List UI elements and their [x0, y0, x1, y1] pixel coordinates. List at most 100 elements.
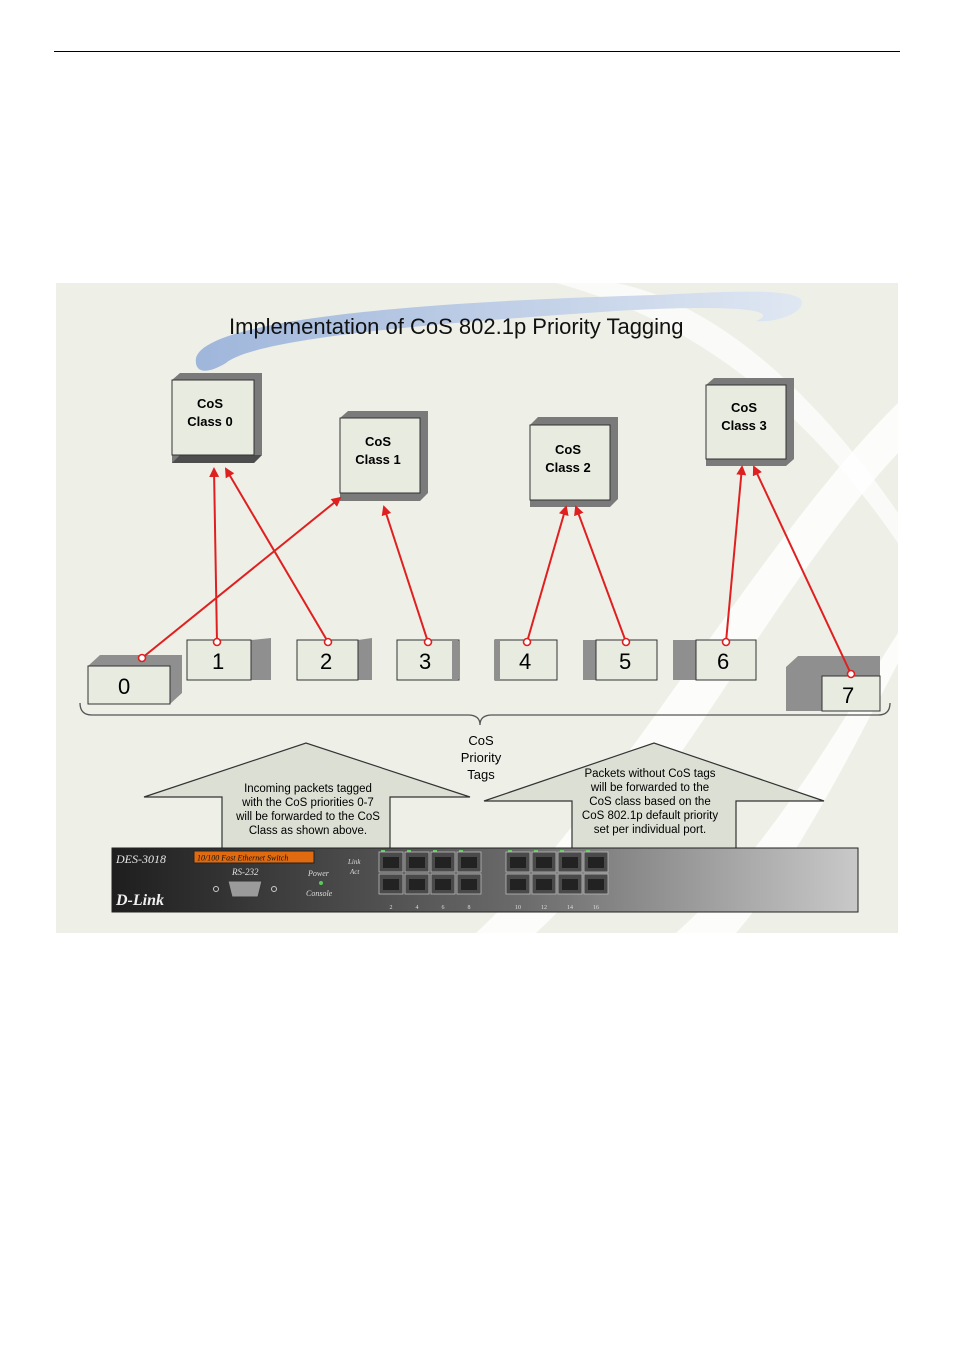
port-number: 2	[390, 905, 393, 911]
tag-label-0: 0	[118, 674, 130, 699]
port-socket	[435, 857, 451, 868]
port-led	[560, 850, 564, 852]
left-arrow-text-3: will be forwarded to the CoS	[235, 811, 380, 823]
title-swirl	[195, 291, 803, 371]
switch-act-label: Act	[349, 868, 360, 876]
arrow-tag7-class3	[752, 465, 852, 675]
right-arrow-text-3: CoS class based on the	[589, 796, 710, 808]
tag-label-4: 4	[519, 649, 531, 674]
left-arrow-text-1: Incoming packets tagged	[244, 783, 372, 795]
tag-label-5: 5	[619, 649, 631, 674]
port-number: 12	[541, 905, 547, 911]
diagram-title: Implementation of CoS 802.1p Priority Ta…	[229, 314, 684, 339]
port-socket	[588, 879, 604, 890]
switch-brand: D-Link	[115, 892, 164, 909]
cos-class-1-line2: Class 1	[355, 452, 401, 467]
port-socket	[562, 879, 578, 890]
port-socket	[461, 879, 477, 890]
tag-label-1: 1	[212, 649, 224, 674]
port-led	[586, 850, 590, 852]
tag-box-7: 7	[786, 656, 881, 712]
right-arrow-text-2: will be forwarded to the	[590, 782, 709, 794]
background-swirl-3	[556, 283, 898, 543]
port-socket	[383, 879, 399, 890]
switch-front-panel: DES-3018 10/100 Fast Ethernet Switch D-L…	[111, 847, 859, 913]
brace-label-line2: Priority	[461, 750, 502, 765]
right-arrow-text-1: Packets without CoS tags	[584, 768, 715, 780]
port-led	[381, 850, 385, 852]
tag-label-3: 3	[419, 649, 431, 674]
rs232-port-icon	[213, 880, 277, 898]
cos-class-1-line1: CoS	[365, 434, 391, 449]
cos-class-3-line1: CoS	[731, 400, 757, 415]
switch-rs232: RS-232	[231, 867, 259, 877]
port-led	[459, 850, 463, 852]
arrow-tag2-class0	[224, 467, 329, 643]
tag-box-4: 4	[494, 639, 558, 681]
switch-console-label: Console	[306, 889, 333, 898]
cos-class-2-box: CoS Class 2	[529, 417, 618, 507]
port-socket	[562, 857, 578, 868]
header-rule	[54, 51, 900, 52]
port-socket	[461, 857, 477, 868]
port-number: 4	[416, 905, 419, 911]
cos-class-0-line2: Class 0	[187, 414, 233, 429]
arrow-tag4-class2	[526, 505, 569, 643]
priority-arrows	[141, 465, 852, 675]
tag-label-7: 7	[842, 683, 854, 708]
arrow-tag0-class1	[141, 496, 342, 659]
tag-box-1: 1	[186, 638, 271, 681]
port-socket	[588, 857, 604, 868]
port-led	[534, 850, 538, 852]
port-led	[433, 850, 437, 852]
port-socket	[510, 879, 526, 890]
cos-class-0-line1: CoS	[197, 396, 223, 411]
cos-class-1-box: CoS Class 1	[339, 411, 428, 501]
arrow-tag1-class0	[209, 467, 220, 643]
port-led	[508, 850, 512, 852]
right-arrow-text-4: CoS 802.1p default priority	[582, 810, 718, 822]
port-socket	[409, 857, 425, 868]
port-socket	[536, 857, 552, 868]
tags-brace	[79, 702, 891, 726]
port-socket	[510, 857, 526, 868]
port-number: 10	[515, 905, 521, 911]
power-led-icon	[319, 881, 323, 885]
port-number: 6	[442, 905, 445, 911]
port-socket	[409, 879, 425, 890]
port-socket	[383, 857, 399, 868]
arrow-tag3-class1	[381, 505, 429, 643]
port-number: 14	[567, 905, 573, 911]
arrow-origins	[137, 637, 856, 679]
port-socket	[435, 879, 451, 890]
switch-link-label: Link	[347, 858, 361, 866]
tag-box-6: 6	[673, 639, 757, 681]
port-number: 16	[593, 905, 599, 911]
cos-class-3-box: CoS Class 3	[705, 378, 794, 466]
right-up-arrow: Packets without CoS tags will be forward…	[483, 742, 825, 850]
arrow-tag6-class3	[725, 465, 747, 643]
tag-box-2: 2	[296, 638, 372, 681]
cos-class-3-line2: Class 3	[721, 418, 767, 433]
tag-box-0: 0	[87, 655, 182, 705]
tag-label-6: 6	[717, 649, 729, 674]
switch-model: DES-3018	[115, 852, 166, 866]
port-socket	[536, 879, 552, 890]
cos-class-0-box: CoS Class 0	[171, 373, 262, 463]
switch-power-label: Power	[307, 869, 330, 878]
left-arrow-text-4: Class as shown above.	[249, 825, 367, 837]
cos-class-2-line1: CoS	[555, 442, 581, 457]
cos-priority-diagram: Implementation of CoS 802.1p Priority Ta…	[56, 283, 898, 933]
tag-label-2: 2	[320, 649, 332, 674]
ethernet-port-group: 2 4 6 8 10 12 14 16	[378, 850, 609, 911]
cos-class-2-line2: Class 2	[545, 460, 591, 475]
left-arrow-text-2: with the CoS priorities 0-7	[241, 797, 374, 809]
brace-label-line1: CoS	[468, 733, 494, 748]
brace-label-line3: Tags	[467, 767, 495, 782]
port-number: 8	[468, 905, 471, 911]
arrow-tag5-class2	[574, 505, 627, 643]
switch-badge: 10/100 Fast Ethernet Switch	[197, 854, 288, 863]
right-arrow-text-5: set per individual port.	[594, 824, 707, 836]
background-swirl	[476, 403, 898, 933]
switch-badge-bg	[193, 850, 315, 864]
